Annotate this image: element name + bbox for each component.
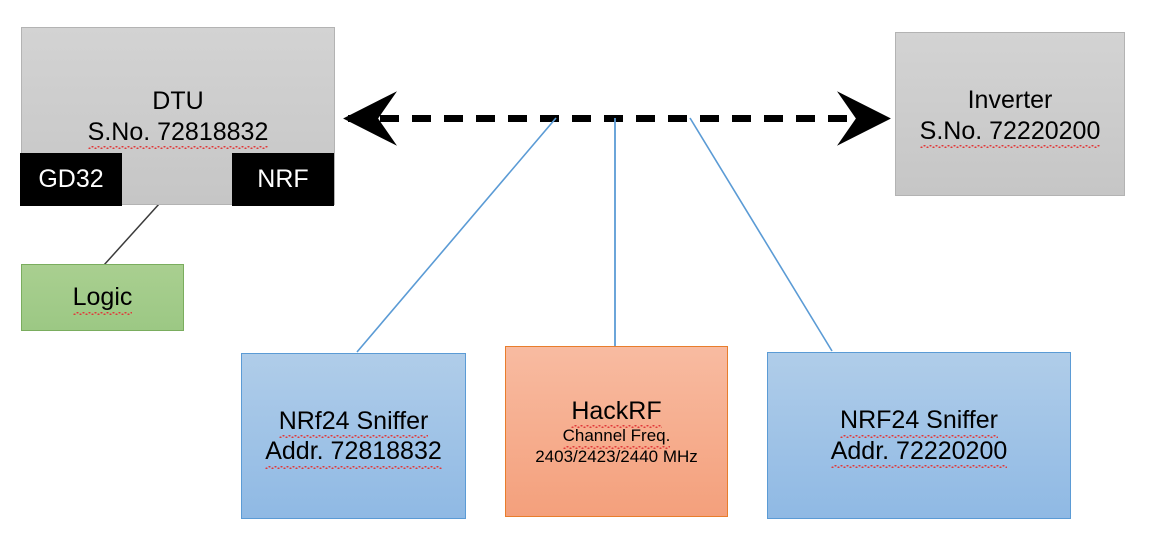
hackrf-frequencies: 2403/2423/2440 MHz <box>535 446 698 466</box>
dtu-label: DTU <box>152 87 204 115</box>
dtu-serial: S.No. 72818832 <box>87 117 269 149</box>
node-hackrf[interactable]: HackRF Channel Freq. 2403/2423/2440 MHz <box>505 346 728 517</box>
sniffer-left-addr-text: Addr. 72818832 <box>265 437 442 468</box>
node-inverter[interactable]: Inverter S.No. 72220200 <box>895 32 1125 196</box>
inverter-serial: S.No. 72220200 <box>919 116 1101 148</box>
sniffer-right-label-text: NRF24 Sniffer <box>840 406 998 437</box>
sniffer-right-label: NRF24 Sniffer <box>840 405 998 437</box>
sniffer-left-addr: Addr. 72818832 <box>265 436 442 468</box>
node-sniffer-left[interactable]: NRf24 Sniffer Addr. 72818832 <box>241 353 466 519</box>
connector-sniffer-left <box>356 117 557 353</box>
gd32-label: GD32 <box>38 165 104 194</box>
logic-label: Logic <box>72 282 133 315</box>
inverter-serial-text: S.No. 72220200 <box>919 116 1101 148</box>
sniffer-right-addr-text: Addr. 72220200 <box>830 436 1008 468</box>
hackrf-label: HackRF <box>571 396 662 428</box>
node-gd32[interactable]: GD32 <box>20 153 122 206</box>
connector-sniffer-right <box>689 117 833 352</box>
hackrf-label-text: HackRF <box>571 396 662 428</box>
sniffer-left-label: NRf24 Sniffer <box>278 406 429 438</box>
hackrf-sub-label-text: Channel Freq. <box>562 426 671 449</box>
dtu-serial-text: S.No. 72818832 <box>87 117 269 149</box>
hackrf-sub-label: Channel Freq. <box>562 426 671 449</box>
node-nrf[interactable]: NRF <box>232 153 334 206</box>
sniffer-left-label-text: NRf24 Sniffer <box>278 406 429 438</box>
logic-label-text: Logic <box>72 283 133 315</box>
node-sniffer-right[interactable]: NRF24 Sniffer Addr. 72220200 <box>767 352 1071 519</box>
inverter-label: Inverter <box>967 86 1053 114</box>
node-logic[interactable]: Logic <box>21 264 184 331</box>
sniffer-right-addr: Addr. 72220200 <box>830 436 1008 468</box>
nrf-label: NRF <box>257 165 309 194</box>
